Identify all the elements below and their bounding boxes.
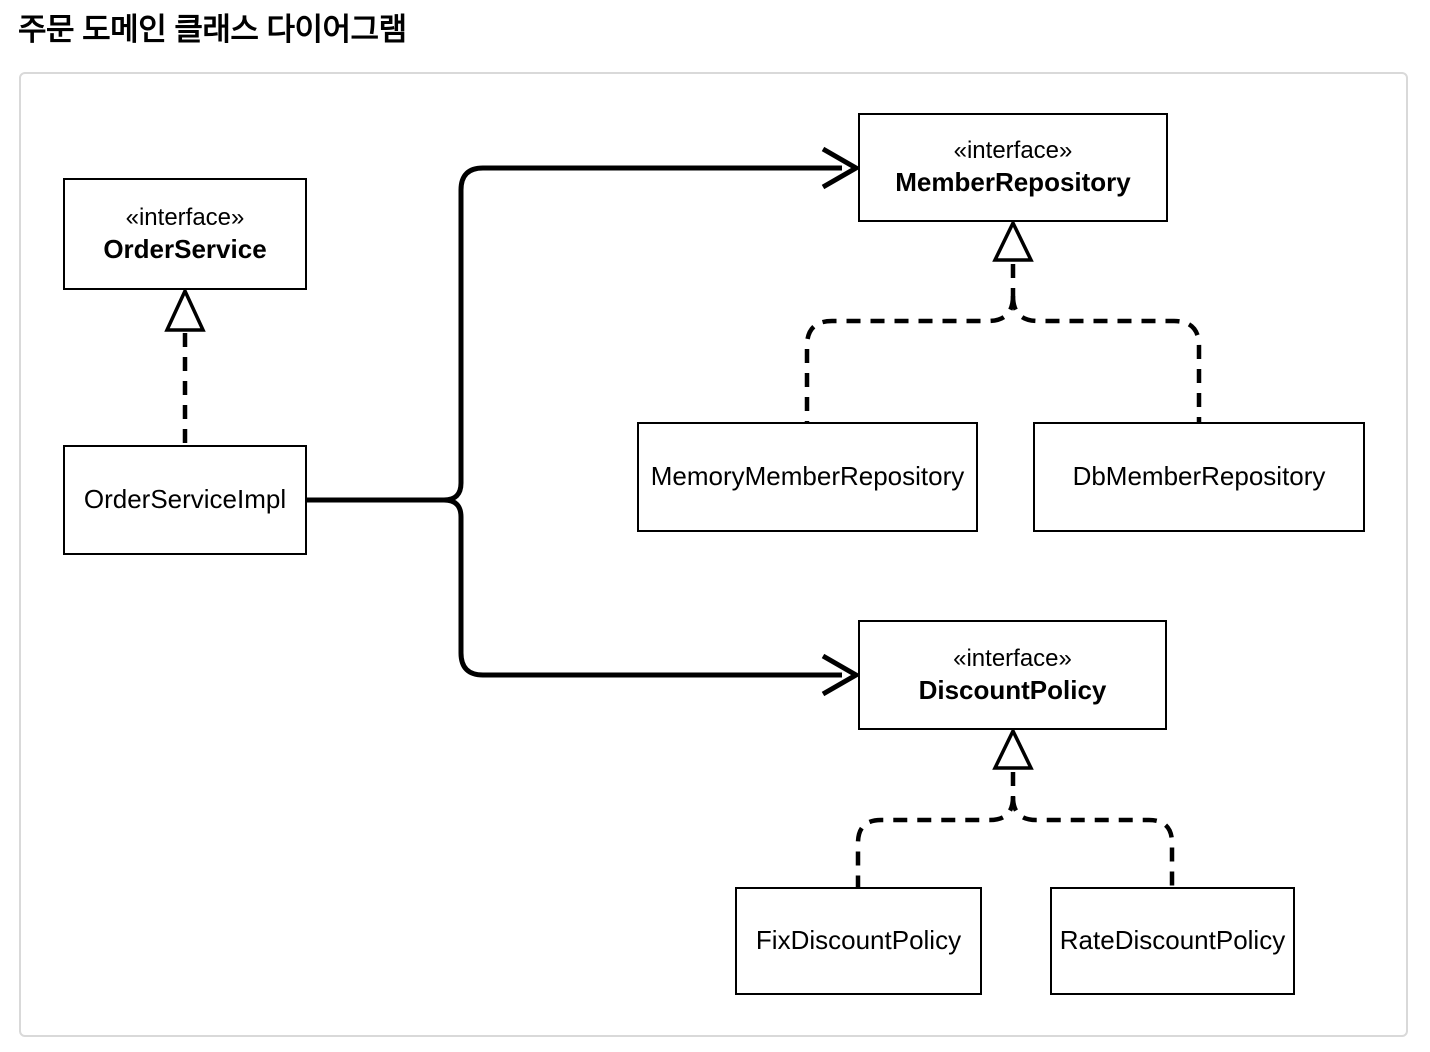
realization-fork-memberrepository-left bbox=[804, 295, 1016, 424]
realization-fork-discountpolicy-right bbox=[1010, 796, 1175, 889]
class-name: RateDiscountPolicy bbox=[1059, 925, 1286, 956]
diagram-title: 주문 도메인 클래스 다이어그램 bbox=[18, 12, 407, 47]
class-box-fixdiscountpolicy: FixDiscountPolicy bbox=[735, 887, 982, 995]
class-name: DbMemberRepository bbox=[1072, 461, 1326, 492]
open-arrowhead-discountpolicy bbox=[821, 653, 862, 697]
class-box-ratediscountpolicy: RateDiscountPolicy bbox=[1050, 887, 1295, 995]
class-box-discountpolicy: «interface» DiscountPolicy bbox=[858, 620, 1167, 730]
class-box-memorymemberrepository: MemoryMemberRepository bbox=[637, 422, 978, 532]
triangle-arrowhead-discountpolicy bbox=[992, 726, 1034, 770]
class-box-orderserviceimpl: OrderServiceImpl bbox=[63, 445, 307, 555]
class-name: OrderServiceImpl bbox=[83, 484, 287, 515]
stereotype-label: «interface» bbox=[953, 137, 1073, 165]
stereotype-label: «interface» bbox=[953, 644, 1072, 672]
class-box-orderservice: «interface» OrderService bbox=[63, 178, 307, 290]
stereotype-label: «interface» bbox=[125, 203, 245, 231]
class-box-memberrepository: «interface» MemberRepository bbox=[858, 113, 1168, 222]
class-name: MemoryMemberRepository bbox=[650, 461, 965, 492]
interface-name: OrderService bbox=[103, 233, 267, 264]
class-name: FixDiscountPolicy bbox=[755, 925, 962, 956]
interface-name: DiscountPolicy bbox=[918, 674, 1107, 705]
triangle-arrowhead-memberrepository bbox=[992, 218, 1034, 262]
triangle-arrowhead-orderservice bbox=[164, 286, 206, 332]
realization-fork-discountpolicy-left bbox=[855, 796, 1016, 889]
interface-name: MemberRepository bbox=[895, 167, 1131, 198]
class-box-dbmemberrepository: DbMemberRepository bbox=[1033, 422, 1365, 532]
open-arrowhead-memberrepository bbox=[821, 146, 862, 190]
dependency-line-orderserviceimpl-discountpolicy bbox=[443, 497, 842, 678]
realization-fork-memberrepository-right bbox=[1010, 295, 1202, 424]
